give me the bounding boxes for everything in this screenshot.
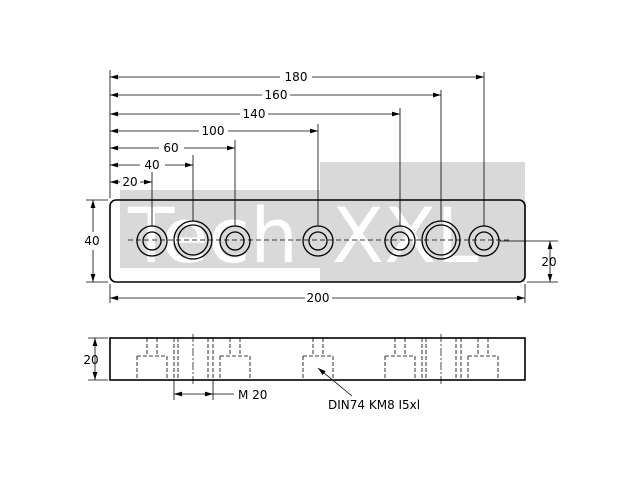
dimension-height-top (86, 199, 108, 283)
side-centerlines (192, 334, 442, 384)
dim-100: 100 (202, 124, 225, 138)
dim-side-20: 20 (83, 353, 98, 367)
extension-lines (109, 70, 485, 226)
dim-height-40: 40 (84, 234, 99, 248)
top-view (86, 70, 558, 303)
dim-200: 200 (307, 291, 330, 305)
dimension-thread (173, 380, 234, 400)
dimension-hole-offset (500, 240, 558, 283)
dim-160: 160 (265, 88, 288, 102)
dimension-height-side (88, 337, 108, 381)
watermark-text-tech: Tech (127, 191, 298, 280)
side-view (88, 334, 526, 400)
dimension-lines-top (110, 74, 484, 185)
watermark: Tech XXL (120, 162, 525, 282)
dim-40: 40 (144, 158, 159, 172)
dim-60: 60 (163, 141, 178, 155)
bolt-leader (317, 367, 353, 397)
dim-offset-20: 20 (541, 255, 556, 269)
dim-20: 20 (122, 175, 137, 189)
thread-label: M 20 (238, 388, 267, 402)
dimension-overall-width (109, 284, 526, 303)
watermark-text-xxl: XXL (332, 191, 478, 280)
bolt-label: DIN74 KM8 I5xl (328, 398, 420, 412)
dim-140: 140 (243, 107, 266, 121)
dim-180: 180 (285, 70, 308, 84)
hidden-bore-lines (136, 338, 499, 380)
plate-outline-side (109, 337, 526, 381)
